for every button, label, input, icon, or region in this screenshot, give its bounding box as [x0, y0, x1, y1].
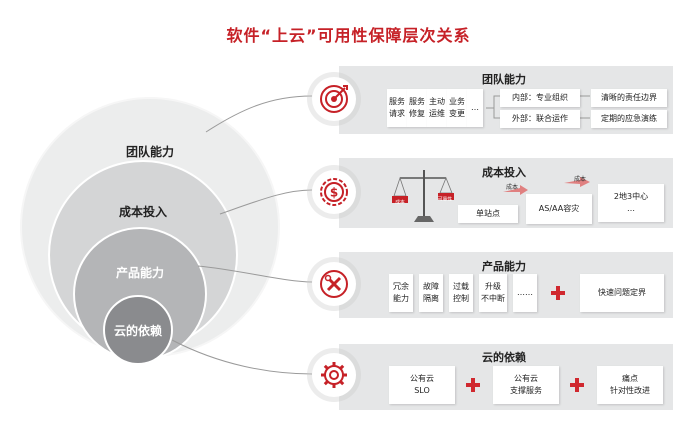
team-boundary: 清晰的责任边界 — [591, 89, 667, 107]
team-role-5: … — [467, 89, 483, 127]
plus-icon — [551, 286, 565, 300]
product-item-1: 冗余 能力 — [389, 274, 413, 312]
team-role-3: 主动 运维 — [427, 89, 447, 127]
product-item-4: 升级 不中断 — [479, 274, 507, 312]
plus-icon — [570, 378, 584, 392]
cloud-slo: 公有云 SLO — [389, 366, 455, 404]
circle-label-product: 产品能力 — [115, 266, 164, 280]
cost-asaa: AS/AA容灾 — [526, 194, 592, 224]
product-item-5: …… — [513, 274, 537, 312]
circle-label-cost: 成本投入 — [118, 205, 167, 219]
panel-team-title: 团队能力 — [482, 73, 526, 86]
scale-right-label: 可靠性 — [437, 196, 453, 203]
circle-label-cloud: 云的依赖 — [113, 324, 162, 338]
team-internal: 内部：专业组织 — [500, 89, 580, 107]
cost-multi-site: 2地3中心 … — [598, 184, 664, 222]
cost-arrow-2: 成本 — [574, 176, 587, 183]
team-role-1: 服务 请求 — [387, 89, 407, 127]
panel-product-title: 产品能力 — [482, 260, 526, 273]
tools-icon — [312, 262, 356, 306]
cloud-support: 公有云 支撑服务 — [493, 366, 559, 404]
circle-cloud — [103, 295, 173, 365]
team-external: 外部：联合运作 — [500, 110, 580, 128]
team-role-4: 业务 变更 — [447, 89, 467, 127]
circle-label-team: 团队能力 — [125, 145, 174, 159]
product-item-2: 故障 隔离 — [419, 274, 443, 312]
product-item-3: 过载 控制 — [449, 274, 473, 312]
scale-left-label: 成本 — [395, 199, 405, 206]
gear-icon — [312, 353, 356, 397]
target-icon — [312, 77, 356, 121]
diagram-title: 软件“上云”可用性保障层次关系 — [226, 26, 471, 45]
dollar-icon: $ — [312, 170, 356, 214]
product-quick-locate: 快速问题定界 — [580, 274, 664, 312]
team-drill: 定期的应急演练 — [591, 110, 667, 128]
team-role-2: 服务 修复 — [407, 89, 427, 127]
plus-icon — [466, 378, 480, 392]
panel-cost-title: 成本投入 — [482, 166, 526, 179]
panel-cloud-title: 云的依赖 — [482, 351, 526, 364]
cost-arrow-1: 成本 — [506, 184, 519, 191]
cloud-painpoint: 痛点 针对性改进 — [597, 366, 663, 404]
cost-single-site: 单站点 — [458, 205, 518, 223]
svg-text:$: $ — [330, 186, 338, 200]
